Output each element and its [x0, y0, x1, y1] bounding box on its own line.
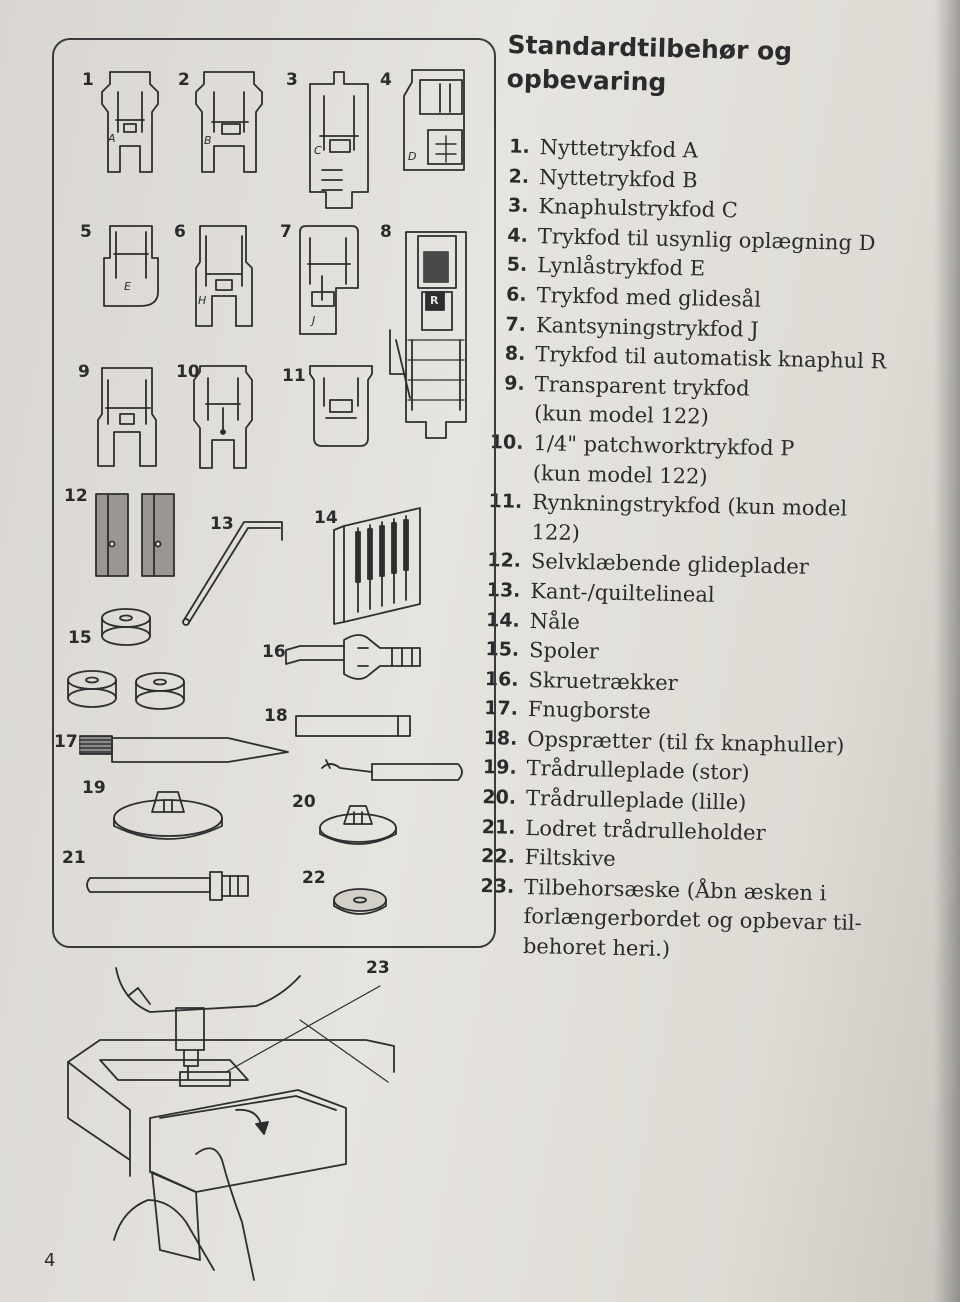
automatic-buttonhole-foot-r-icon — [390, 232, 466, 438]
blind-hem-foot-d-icon — [404, 70, 464, 170]
needle-pack-icon — [334, 508, 420, 624]
figure-label: 3 — [286, 70, 298, 90]
figure-label: 21 — [62, 848, 86, 868]
foot-letter: C — [314, 144, 322, 157]
page-edge-shadow — [934, 0, 960, 1302]
small-spool-cap-icon — [320, 806, 396, 844]
foot-letter: R — [430, 294, 439, 307]
figure-label: 5 — [80, 222, 92, 242]
glide-plates-icon — [96, 494, 174, 576]
gliding-sole-foot-icon — [196, 226, 252, 326]
foot-letter: A — [108, 132, 116, 145]
sewing-machine-accessory-box-illustration — [68, 968, 394, 1280]
figure-label: 2 — [178, 70, 190, 90]
figure-label: 8 — [380, 222, 392, 242]
figure-label: 12 — [64, 486, 88, 506]
figure-label: 6 — [174, 222, 186, 242]
figure-label: 7 — [280, 222, 292, 242]
figure-label: 15 — [68, 628, 92, 648]
vertical-spool-pin-icon — [87, 872, 248, 900]
foot-letter: H — [198, 294, 207, 307]
zipper-foot-e-icon — [104, 226, 158, 306]
large-spool-cap-icon — [114, 792, 222, 839]
accessories-illustration-panel — [52, 38, 496, 948]
felt-disc-icon — [334, 889, 386, 914]
bobbins-icon — [68, 609, 184, 709]
figure-label: 13 — [210, 514, 234, 534]
figure-label: 14 — [314, 508, 338, 528]
transparent-foot-icon — [98, 368, 156, 466]
figure-label: 10 — [176, 362, 200, 382]
screwdriver-icon — [286, 635, 420, 679]
seam-ripper-icon — [296, 716, 462, 780]
figure-label: 23 — [366, 958, 390, 978]
edge-stitch-foot-j-icon — [300, 226, 358, 334]
figure-label: 19 — [82, 778, 106, 798]
figure-label: 11 — [282, 366, 306, 386]
foot-letter: D — [408, 150, 417, 163]
foot-letter: J — [312, 314, 316, 327]
quilting-guide-icon — [183, 522, 282, 625]
figure-label: 16 — [262, 642, 286, 662]
presser-foot-b-icon — [196, 72, 262, 172]
foot-letter: B — [204, 134, 212, 147]
buttonhole-foot-c-icon — [310, 72, 368, 208]
figure-label: 9 — [78, 362, 90, 382]
figure-label: 20 — [292, 792, 316, 812]
gathering-foot-icon — [310, 366, 372, 446]
patchwork-foot-icon — [194, 366, 252, 468]
page-number: 4 — [44, 1250, 56, 1271]
presser-foot-a-icon — [102, 72, 158, 172]
figure-label: 1 — [82, 70, 94, 90]
figure-label: 22 — [302, 868, 326, 888]
figure-label: 17 — [54, 732, 78, 752]
figure-label: 18 — [264, 706, 288, 726]
foot-letter: E — [124, 280, 131, 293]
figure-label: 4 — [380, 70, 392, 90]
lint-brush-icon — [80, 736, 288, 762]
